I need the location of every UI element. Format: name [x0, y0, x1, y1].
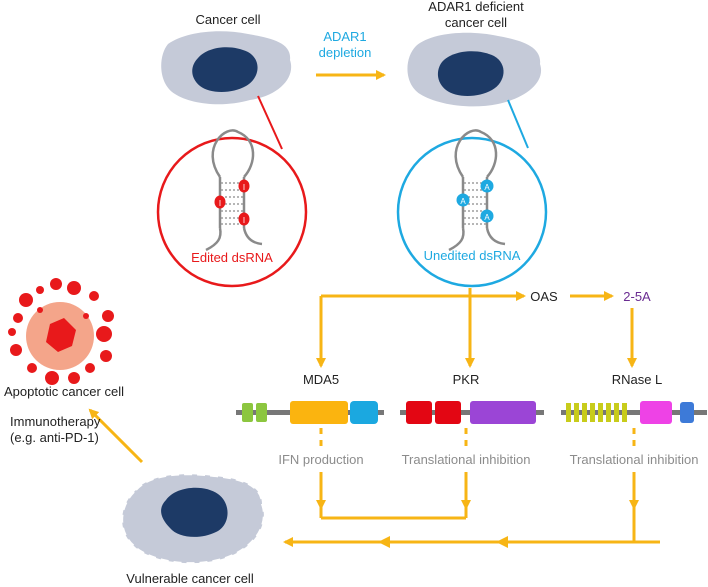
svg-text:A: A: [484, 213, 490, 222]
unedited-dsrna-circle: [396, 136, 548, 288]
cancer-cell: [161, 31, 292, 105]
adar1-deficient-label-line2: cancer cell: [445, 15, 507, 30]
adar1-depletion-label-line1: ADAR1: [323, 29, 366, 44]
adar1-depletion-label-line2: depletion: [319, 45, 372, 60]
rnasel-translational-inhibition-label: Translational inhibition: [570, 452, 699, 467]
cancer-cell-label: Cancer cell: [195, 12, 260, 27]
two-5a-label: 2-5A: [623, 289, 651, 304]
pkr-translational-inhibition-label: Translational inhibition: [402, 452, 531, 467]
apoptotic-cancer-cell: [8, 278, 114, 385]
domain-dashed-connectors: [319, 428, 636, 446]
adenosine-marker-3: A: [480, 209, 494, 223]
immunotherapy-arrow: [88, 408, 144, 464]
immunotherapy-label-line1: Immunotherapy: [10, 414, 101, 429]
adenosine-marker-2: A: [456, 193, 470, 207]
svg-text:A: A: [460, 197, 466, 206]
rnase-l-label: RNase L: [612, 372, 663, 387]
unedited-dsrna-label: Unedited dsRNA: [424, 248, 521, 263]
collector-arrows: [316, 472, 639, 542]
unedited-connector-line: [507, 99, 529, 149]
svg-text:A: A: [484, 183, 490, 192]
vulnerable-cancer-cell: [121, 473, 265, 565]
pathway-arrows: [316, 288, 637, 368]
pkr-domain-bar: [400, 401, 544, 424]
edited-dsrna-circle: [156, 136, 308, 288]
vulnerable-cancer-cell-label: Vulnerable cancer cell: [126, 571, 254, 586]
mda5-domain-bar: [236, 401, 384, 424]
inosine-marker-2: I: [214, 195, 226, 209]
edited-dsrna-label: Edited dsRNA: [191, 250, 273, 265]
rnase-l-domain-bar: [561, 401, 707, 424]
svg-text:I: I: [243, 216, 245, 225]
inosine-marker-1: I: [238, 179, 250, 193]
ifn-production-label: IFN production: [278, 452, 363, 467]
adenosine-marker-1: A: [480, 179, 494, 193]
edited-connector-line: [257, 95, 283, 150]
inosine-marker-3: I: [238, 212, 250, 226]
apoptotic-cancer-cell-label: Apoptotic cancer cell: [4, 384, 124, 399]
bottom-mid-arrowheads: [378, 536, 508, 548]
oas-label: OAS: [530, 289, 558, 304]
svg-text:I: I: [219, 199, 221, 208]
pkr-label: PKR: [453, 372, 480, 387]
adar1-deficient-label-line1: ADAR1 deficient: [428, 0, 524, 14]
svg-text:I: I: [243, 183, 245, 192]
immunotherapy-label-line2: (e.g. anti-PD-1): [10, 430, 99, 445]
mda5-label: MDA5: [303, 372, 339, 387]
adar1-deficient-cell: [407, 32, 542, 107]
